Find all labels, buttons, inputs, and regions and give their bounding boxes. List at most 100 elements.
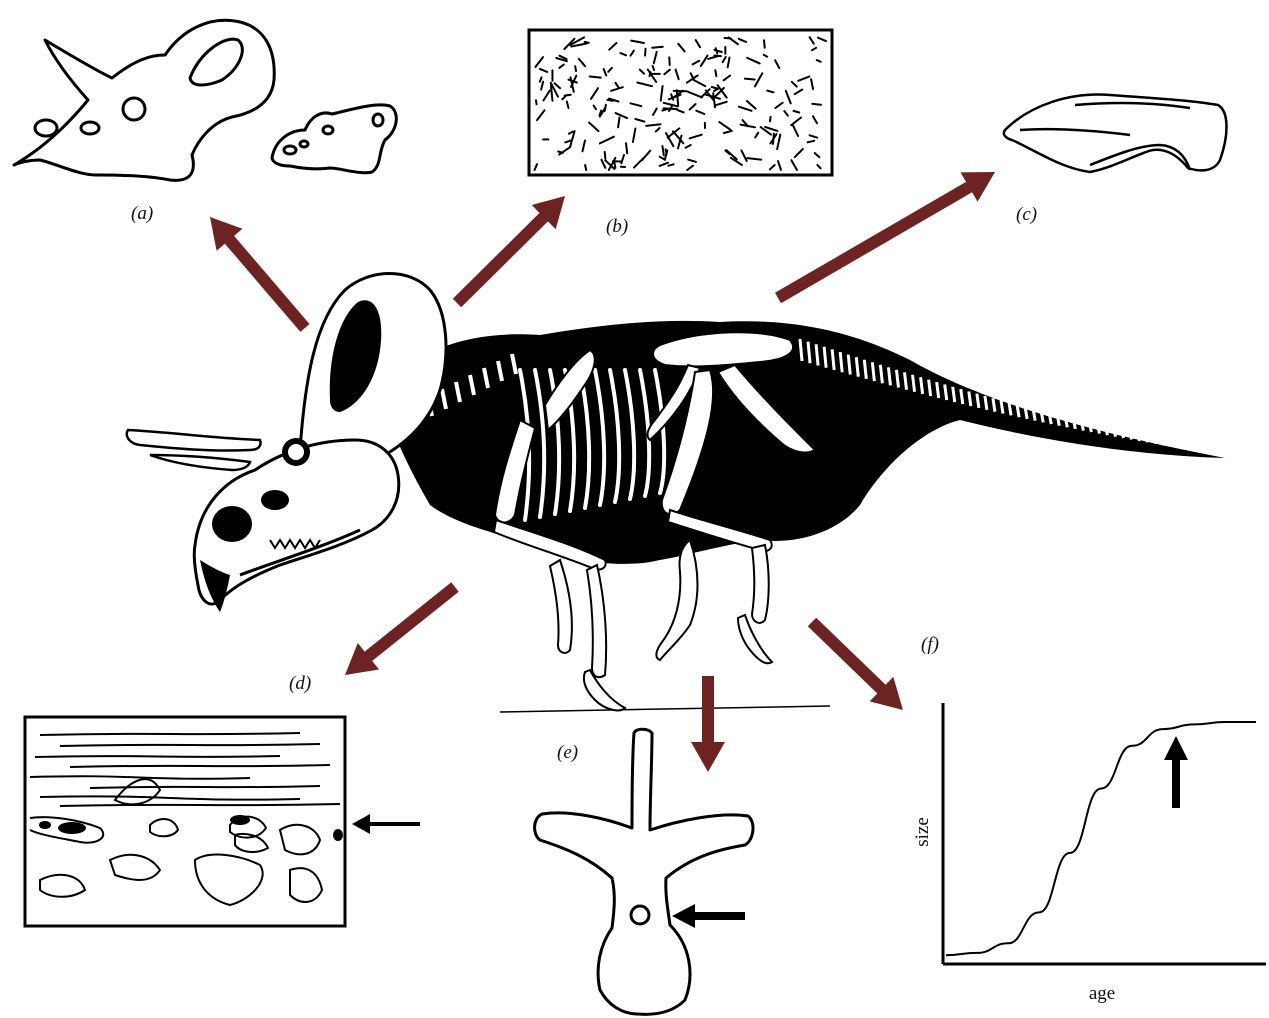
tail-vertebra — [1146, 435, 1148, 442]
pointer-arrow-a — [210, 217, 310, 332]
tail-vertebra — [1033, 409, 1035, 421]
pointer-arrow-c — [775, 172, 995, 303]
vertebra-outline — [535, 729, 753, 1014]
tail-vertebra — [1105, 427, 1107, 436]
tail-vertebra — [1130, 432, 1132, 440]
tail-vertebra — [888, 367, 890, 385]
tail-vertebra — [800, 339, 802, 361]
tail-vertebra — [929, 380, 931, 396]
tail-vertebra — [832, 349, 834, 370]
front-metacarpals — [587, 565, 606, 677]
ground-line — [500, 706, 830, 712]
small-skull-fenestra — [373, 114, 383, 126]
tail-vertebra — [1057, 415, 1059, 426]
tail-vertebra — [1138, 434, 1140, 441]
texture-stroke — [764, 40, 765, 48]
texture-stroke — [668, 164, 673, 165]
growth-curve-points — [946, 722, 1256, 955]
tail-vertebra — [921, 377, 923, 394]
growth-chart-panel-f: age size — [912, 703, 1266, 1004]
tail-vertebra — [864, 360, 866, 379]
tail-vertebra — [1097, 425, 1099, 434]
panel-label-b: (b) — [606, 216, 628, 238]
skull-eye-ring — [288, 444, 304, 460]
texture-stroke — [585, 165, 586, 170]
tail-vertebra — [1194, 446, 1196, 451]
tail-vertebra — [1170, 441, 1172, 447]
small-skull-nostril — [284, 146, 296, 154]
section-inner-line — [1020, 129, 1130, 135]
tail-vertebra — [985, 396, 987, 410]
tail-vertebra — [808, 342, 810, 364]
histology-arrow — [352, 814, 420, 834]
tail-vertebra — [993, 398, 995, 412]
tail-vertebra — [977, 394, 979, 408]
tail-vertebra — [1162, 439, 1164, 445]
growth-line — [60, 804, 340, 806]
large-skull-outline — [14, 20, 274, 180]
texture-stroke — [714, 56, 721, 57]
skull-outlines-panel-a — [14, 20, 396, 180]
panel-label-d: (d) — [289, 673, 311, 695]
tail-vertebra — [1178, 442, 1180, 447]
bone-section-panel-c — [1004, 95, 1227, 172]
tail-vertebra — [824, 347, 826, 368]
skull-fenestra — [190, 39, 242, 85]
texture-stroke — [653, 66, 655, 70]
texture-stroke — [605, 152, 606, 159]
texture-frame — [529, 30, 832, 175]
skull-antorbital-opening — [81, 122, 99, 134]
y-axis-label: size — [912, 817, 933, 847]
skull-orbit — [123, 98, 145, 120]
tail-vertebra — [1202, 447, 1204, 451]
bone-texture-panel-b — [529, 30, 832, 175]
texture-stroke — [812, 104, 821, 105]
tail-vertebra — [1065, 417, 1067, 427]
section-upper-line — [1075, 103, 1190, 108]
brow-horns — [127, 430, 261, 451]
brow-horn-tip — [150, 455, 250, 470]
vertebra-arrow — [672, 904, 745, 928]
tail-vertebra — [816, 344, 818, 365]
tail-vertebra — [1114, 428, 1116, 436]
histology-panel-d — [25, 717, 420, 926]
texture-stroke — [585, 42, 589, 43]
tail-vertebra — [880, 365, 882, 383]
growth-line — [90, 786, 320, 788]
texture-stroke — [650, 72, 651, 76]
vertebra-panel-e — [535, 729, 753, 1014]
texture-stroke — [626, 143, 627, 153]
texture-stroke — [618, 118, 619, 128]
growth-line — [35, 756, 280, 757]
tail-vertebra — [1210, 449, 1212, 453]
growth-line — [40, 733, 300, 735]
tail-vertebra — [937, 382, 939, 398]
texture-stroke — [575, 66, 576, 71]
tail-vertebra — [1001, 400, 1003, 413]
tail-vertebra — [1009, 403, 1011, 416]
tail-vertebra — [856, 357, 858, 377]
skull-antorbital — [261, 490, 289, 510]
tail-vertebra — [1025, 407, 1027, 419]
panel-label-e: (e) — [557, 742, 578, 764]
growth-curve-line — [946, 722, 1256, 955]
hind-metatarsals — [752, 545, 769, 623]
pointer-arrow-d — [345, 582, 459, 675]
tail-vertebra — [1186, 444, 1188, 449]
pointer-arrow-f — [808, 618, 903, 710]
small-skull-orbit — [323, 126, 333, 134]
tail-vertebra — [1154, 437, 1156, 443]
panel-label-f: (f) — [921, 634, 939, 656]
texture-stroke — [536, 100, 537, 104]
dinosaur-skeleton — [127, 274, 1225, 713]
tail-vertebra — [969, 391, 971, 406]
panel-label-c: (c) — [1016, 204, 1037, 226]
skull-nasal-opening — [212, 506, 252, 542]
skull-nostril — [35, 120, 57, 136]
tail-vertebra — [1041, 411, 1043, 422]
growth-line — [60, 744, 320, 746]
tail-vertebra — [905, 372, 907, 389]
tail-vertebra — [945, 384, 947, 400]
panel-label-a: (a) — [131, 203, 153, 225]
